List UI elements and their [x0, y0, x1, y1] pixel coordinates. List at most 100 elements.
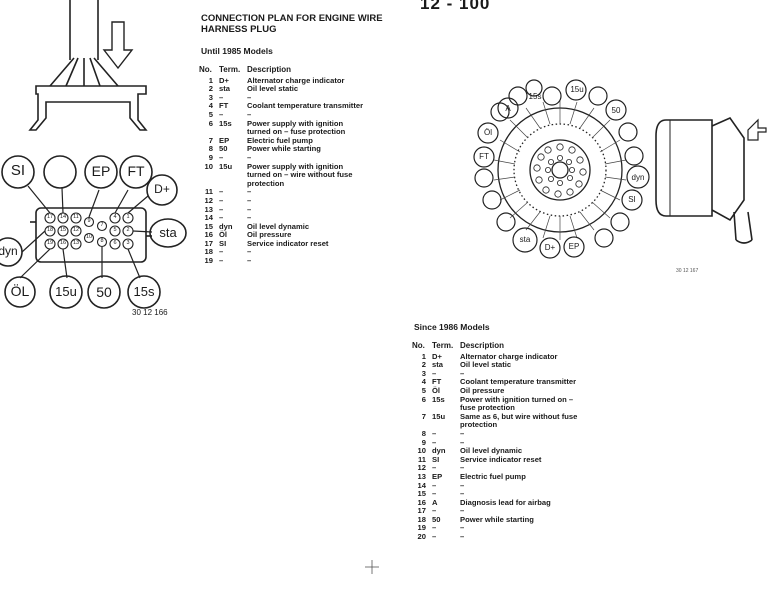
- col-no: No.: [412, 341, 425, 350]
- col-no: No.: [199, 65, 212, 74]
- cell-term: –: [432, 506, 437, 516]
- table-row: 4 FT Coolant temperature transmitter: [199, 102, 371, 111]
- cell-desc: Alternator charge indicator: [247, 75, 345, 85]
- cell-desc: Coolant temperature transmitter: [247, 101, 364, 111]
- cell-term: 15s: [432, 394, 445, 404]
- cell-no: 9: [421, 437, 426, 447]
- cell-no: 8: [421, 428, 426, 438]
- cell-term: SI: [432, 454, 440, 464]
- cell-term: dyn: [432, 446, 446, 456]
- cell-term: 50: [219, 144, 228, 154]
- label-sta: sta: [519, 235, 531, 244]
- cell-term: Öl: [219, 230, 228, 240]
- cell-term: –: [432, 368, 437, 378]
- until-1985-title: Until 1985 Models: [201, 46, 273, 56]
- cell-desc: Oil level dynamic: [247, 221, 310, 231]
- pin-number: 15: [59, 227, 67, 233]
- table-header: No. Term. Description: [412, 341, 584, 353]
- cell-no: 10: [204, 161, 213, 171]
- pin-number: 12: [72, 227, 80, 233]
- insertion-arrow-icon: [102, 21, 134, 70]
- col-description: Description: [460, 341, 505, 350]
- table-row: 3––: [412, 368, 584, 379]
- pin-number: 19: [46, 240, 54, 246]
- cell-no: 6: [208, 118, 213, 128]
- cell-desc: Diagnosis lead for airbag: [460, 497, 551, 507]
- cell-term: –: [432, 489, 437, 499]
- table-row: 14––: [199, 213, 371, 223]
- cell-desc: –: [460, 428, 465, 438]
- cell-desc: –: [460, 368, 465, 378]
- since-1986-title: Since 1986 Models: [414, 322, 490, 332]
- cell-no: 15: [417, 489, 426, 499]
- pin-number: 2: [126, 227, 130, 233]
- cell-term: Öl: [432, 385, 441, 395]
- cell-no: 1: [208, 75, 213, 85]
- cell-term: D+: [432, 351, 442, 361]
- cell-term: SI: [219, 238, 227, 248]
- cell-term: FT: [219, 101, 229, 111]
- label-15u: 15u: [570, 85, 584, 94]
- cell-term: –: [432, 428, 437, 438]
- cell-no: 13: [204, 204, 213, 214]
- cell-desc: Power while starting: [460, 514, 534, 524]
- left-plug-side-view: [28, 0, 148, 131]
- cell-no: 16: [204, 230, 213, 240]
- cell-term: –: [219, 152, 224, 162]
- insertion-arrow-icon: [747, 118, 767, 141]
- cell-no: 13: [417, 471, 426, 481]
- pin-number: 16: [59, 240, 67, 246]
- cell-term: D+: [219, 75, 229, 85]
- label-oel: Öl: [484, 128, 492, 137]
- label-si: SI: [628, 195, 636, 204]
- cell-desc: –: [247, 187, 252, 197]
- pin-number: 6: [113, 240, 117, 246]
- cell-no: 14: [417, 480, 426, 490]
- table-header: No. Term. Description: [199, 65, 371, 77]
- cell-term: 15s: [219, 118, 232, 128]
- label-a: A: [505, 104, 511, 113]
- table-row: 12––: [412, 464, 584, 473]
- cell-term: FT: [432, 377, 442, 387]
- cell-no: 5: [421, 385, 426, 395]
- cell-term: –: [219, 109, 224, 119]
- label-oel: ÖL: [10, 283, 30, 299]
- label-si: SI: [10, 162, 26, 179]
- label-ep: EP: [91, 163, 111, 179]
- cell-desc: –: [247, 213, 252, 223]
- cell-desc: Oil level static: [247, 84, 299, 94]
- cell-no: 3: [208, 92, 213, 102]
- label-50: 50: [611, 106, 621, 115]
- cell-no: 7: [208, 135, 213, 145]
- pin-number: 14: [59, 214, 67, 220]
- table-row: 3––: [199, 92, 371, 103]
- cell-term: sta: [219, 84, 230, 94]
- label-dyn: dyn: [0, 244, 18, 258]
- cell-term: 15u: [219, 161, 233, 171]
- cell-term: –: [432, 523, 437, 533]
- cell-term: 50: [432, 514, 441, 524]
- cell-term: –: [219, 187, 224, 197]
- cell-no: 4: [421, 377, 426, 387]
- cell-no: 4: [208, 101, 213, 111]
- table-row: 13––: [199, 204, 371, 215]
- col-term: Term.: [432, 341, 454, 350]
- cell-no: 10: [417, 446, 426, 456]
- cell-term: EP: [219, 135, 230, 145]
- table-row: 15––: [412, 489, 584, 499]
- pin-number: 4: [113, 214, 117, 220]
- cell-no: 7: [421, 411, 426, 421]
- label-d-plus: D+: [154, 182, 170, 196]
- pin-number: 10: [85, 234, 93, 240]
- left-figure-reference: 30 12 166: [132, 308, 168, 317]
- cell-term: –: [432, 532, 437, 542]
- cell-desc: –: [460, 532, 465, 542]
